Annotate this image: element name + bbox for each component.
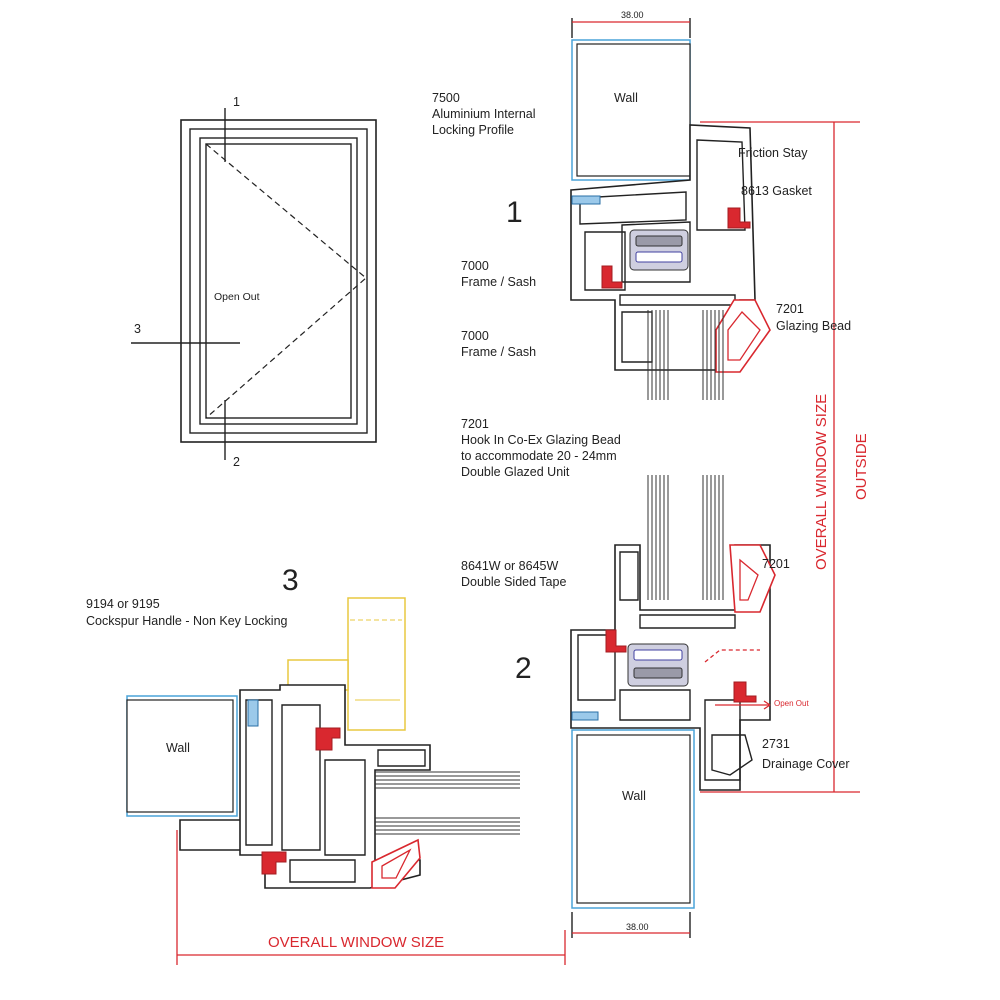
section-number-1: 1	[506, 196, 523, 229]
svg-text:Double Glazed Unit: Double Glazed Unit	[461, 465, 570, 479]
svg-text:Glazing Bead: Glazing Bead	[776, 319, 851, 333]
label-open-out-small: Open Out	[774, 699, 809, 708]
svg-text:Frame / Sash: Frame / Sash	[461, 275, 536, 289]
horizontal-section: Wall OVERALL WINDOW SIZE	[126, 597, 566, 965]
svg-text:9194 or 9195: 9194 or 9195	[86, 597, 160, 611]
svg-text:to accommodate 20 - 24mm: to accommodate 20 - 24mm	[461, 449, 617, 463]
vertical-section: Wall 38.00	[570, 10, 870, 938]
elevation-section-1: 1	[233, 95, 240, 109]
svg-text:Drainage Cover: Drainage Cover	[762, 757, 850, 771]
dim-top: 38.00	[621, 10, 644, 20]
label-glazing-bead-hook: 7201 Hook In Co-Ex Glazing Bead to accom…	[461, 417, 621, 479]
svg-text:7201: 7201	[776, 302, 804, 316]
label-friction-stay: Friction Stay	[738, 146, 808, 160]
overall-horizontal-label: OVERALL WINDOW SIZE	[268, 934, 444, 951]
glass-unit	[640, 310, 740, 600]
svg-text:Cockspur Handle - Non Key Lock: Cockspur Handle - Non Key Locking	[86, 614, 288, 628]
label-drainage-cover: 2731 Drainage Cover	[762, 737, 850, 771]
label-frame-sash-2: 7000 Frame / Sash	[461, 329, 536, 359]
svg-text:Frame / Sash: Frame / Sash	[461, 345, 536, 359]
section-number-2: 2	[515, 652, 532, 685]
label-handle: 9194 or 9195 Cockspur Handle - Non Key L…	[86, 597, 288, 628]
wall-left-label: Wall	[166, 741, 190, 755]
open-out-label: Open Out	[214, 291, 260, 303]
label-aluminium-profile: 7500 Aluminium Internal Locking Profile	[432, 91, 536, 137]
label-bead-7201: 7201	[762, 557, 790, 571]
opening-indicator	[205, 143, 367, 419]
svg-text:7201: 7201	[461, 417, 489, 431]
outside-label: OUTSIDE	[853, 433, 870, 500]
elevation-section-2: 2	[233, 455, 240, 469]
svg-text:7000: 7000	[461, 259, 489, 273]
svg-text:8641W or 8645W: 8641W or 8645W	[461, 559, 558, 573]
wall-bottom-label: Wall	[622, 789, 646, 803]
svg-text:Locking Profile: Locking Profile	[432, 123, 514, 137]
svg-text:Aluminium Internal: Aluminium Internal	[432, 107, 536, 121]
label-gasket: 8613 Gasket	[741, 184, 812, 198]
overall-vertical-label: OVERALL WINDOW SIZE	[813, 394, 830, 570]
label-tape: 8641W or 8645W Double Sided Tape	[461, 559, 566, 589]
svg-text:Double Sided Tape: Double Sided Tape	[461, 575, 566, 589]
svg-text:Hook In Co-Ex Glazing Bead: Hook In Co-Ex Glazing Bead	[461, 433, 621, 447]
window-elevation: 1 2 3 Open Out	[131, 95, 377, 469]
label-frame-sash-1: 7000 Frame / Sash	[461, 259, 536, 289]
svg-text:7500: 7500	[432, 91, 460, 105]
section-number-3: 3	[282, 564, 299, 597]
svg-text:2731: 2731	[762, 737, 790, 751]
label-glazing-bead: 7201 Glazing Bead	[776, 302, 851, 333]
wall-top-label: Wall	[614, 91, 638, 105]
svg-text:7000: 7000	[461, 329, 489, 343]
dim-bottom: 38.00	[626, 922, 649, 932]
elevation-section-3: 3	[134, 322, 141, 336]
